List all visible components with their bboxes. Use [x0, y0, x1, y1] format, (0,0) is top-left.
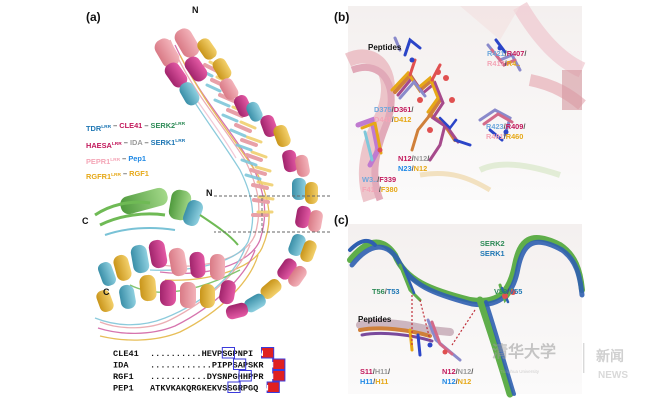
panel-b-ribbons [345, 1, 586, 203]
panel-b-residue-label: F41../F380 [362, 185, 398, 194]
legend-superscript: LRR [175, 138, 185, 144]
legend-entry: SERK1 [151, 138, 176, 147]
legend-superscript: LRR [111, 172, 121, 178]
panel-b-peptides-label: Peptides [368, 43, 402, 52]
panel-b-residue-label: N12/N12/ [398, 154, 429, 163]
c-terminus-bottom-label: C [103, 287, 110, 297]
legend-entry: – [120, 154, 128, 163]
alignment-name: PEP1 [113, 384, 134, 394]
legend-entry: – [142, 138, 150, 147]
panel-c-residue-label: N12/N12 [442, 377, 471, 386]
panel-c-background [348, 224, 582, 394]
alignment-name: IDA [113, 361, 129, 371]
legend-entry: HAESA [86, 141, 113, 150]
legend-entry: PEPR1 [86, 157, 110, 166]
sequence-alignment: CLE41 ..........HEVPSGPNPISN IDA..........… [113, 347, 286, 394]
panel-b-residue-label: R421/R407/ [487, 49, 526, 58]
panel-c-hbonds [411, 295, 476, 346]
n-terminus-mid-label: N [206, 188, 213, 198]
panel-c: (c) SERK2 [334, 213, 585, 398]
serk-domain [94, 187, 239, 246]
legend-entry: TDR [86, 124, 102, 133]
alignment-name: CLE41 [113, 349, 139, 359]
legend-superscript: LRR [110, 157, 120, 163]
legend-superscript: LRR [112, 141, 122, 147]
alignment-highlight [261, 347, 275, 359]
panel-b-residue-label: W3../F339 [362, 175, 396, 184]
panel-b-residue-label: R417/R4.. [487, 59, 520, 68]
news-cn-text: 新闻 [596, 348, 624, 364]
panel-c-residue-label: T56/T53 [372, 287, 400, 296]
legend-entry: Pep1 [128, 154, 146, 163]
panel-c-label: (c) [334, 213, 349, 227]
panel-b-residue-label: N23/N12 [398, 164, 427, 173]
alignment-sequence: ..........HEVPSGPNPISN [150, 349, 264, 359]
panel-b: (b) [334, 1, 586, 203]
alignment-highlight [272, 358, 286, 370]
panel-c-residue-label: N12/N12/ [442, 367, 473, 376]
panel-b-residue-label: R423/R409/ [486, 122, 525, 131]
alignment-box [233, 358, 247, 370]
legend-entry: – [122, 138, 130, 147]
alignment-sequence: ............PIPPSAPSKRHN [150, 361, 274, 371]
serk-loops [347, 234, 585, 398]
panel-c-sticks [356, 263, 514, 362]
panel-c-residue-label: H11/H11 [360, 377, 388, 386]
panel-a: (a) [82, 5, 330, 394]
protein-backbone-ribbons [94, 39, 270, 341]
panel-c-residue-label: S11/H11/ [360, 367, 390, 376]
peptide-sticks [390, 58, 472, 162]
panel-c-atoms [427, 289, 516, 355]
zoom-dashed-lines [214, 195, 330, 233]
legend-entry: IDA [130, 138, 143, 147]
legend-entry: – [121, 169, 129, 178]
alignment-name: RGF1 [113, 372, 134, 382]
legend-row: HAESALRR – IDA – SERK1LRR [86, 138, 186, 150]
tsinghua-watermark: 清华大学 Tsinghua University 新闻 NEWS [492, 342, 628, 381]
helix-cylinders-bottom [96, 239, 236, 313]
alignment-highlight [266, 381, 280, 393]
serk2-label: SERK2 [480, 239, 505, 248]
watermark-text: 清华大学 [492, 342, 556, 361]
news-en-text: NEWS [598, 370, 628, 381]
legend-entry: CLE41 [119, 121, 142, 130]
panel-b-label: (b) [334, 10, 349, 24]
alignment-sequence: ...........DYSNPGHHPPRRN [150, 372, 274, 382]
panel-a-label: (a) [86, 10, 101, 24]
watermark-subtext: Tsinghua University [500, 369, 540, 374]
n-terminus-top-label: N [192, 5, 199, 15]
legend-entry: – [142, 121, 150, 130]
legend-entry: SERK2 [151, 121, 176, 130]
alignment-highlight [272, 370, 286, 382]
alignment-box [238, 370, 252, 382]
alignment-box [221, 347, 236, 359]
panel-b-residue-label: R491/R460 [486, 132, 523, 141]
alignment-sequence: ATKVKAKQRGKEKVSSGRPGQHN [150, 384, 269, 394]
atom-spheres [377, 45, 509, 153]
residue-sticks [355, 36, 522, 168]
legend-row: RGFR1LRR – RGF1 [86, 169, 149, 181]
legend-entry: RGF1 [129, 169, 149, 178]
serk1-label: SERK1 [480, 249, 505, 258]
panel-c-residue-label: V58/V55 [494, 287, 522, 296]
alignment-box [227, 381, 241, 393]
panel-b-residue-label: D375/D361/ [374, 105, 413, 114]
panel-b-residue-label: D441/D412 [374, 115, 411, 124]
legend-entry: RGFR1 [86, 172, 111, 181]
legend-row: TDRLRR – CLE41 – SERK2LRR [86, 121, 186, 133]
legend-superscript: LRR [175, 121, 185, 127]
c-terminus-left-label: C [82, 216, 89, 226]
legend-entry: – [111, 121, 119, 130]
helix-cylinders-right [225, 114, 323, 320]
watermark-divider [583, 343, 585, 373]
legend-row: PEPR1LRR – Pep1 [86, 154, 146, 166]
helix-cylinders-top [154, 28, 263, 122]
legend-superscript: LRR [101, 124, 111, 130]
panel-b-residue-labels: R421/R407/R417/R4.. D375/D361/D441/D412R4… [362, 49, 526, 194]
panel-c-peptides-label: Peptides [358, 315, 392, 324]
